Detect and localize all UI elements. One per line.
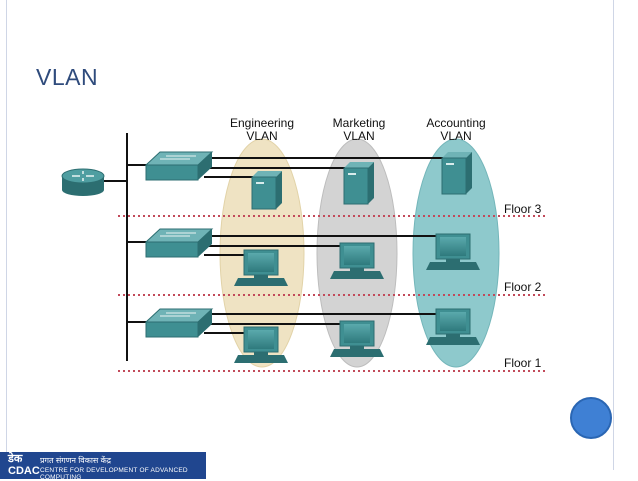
floor-1-label: Floor 1: [504, 356, 542, 370]
switch-floor-2-icon: [144, 228, 214, 258]
cdac-logo-hindi: प्रगत संगणन विकास केंद्र: [40, 456, 111, 465]
switch-floor-3-icon: [144, 151, 214, 181]
vlan-label-engineering: Engineering: [230, 116, 294, 130]
cdac-logo: डेक CDAC प्रगत संगणन विकास केंद्र CENTRE…: [0, 452, 206, 481]
slide-title: VLAN: [36, 64, 99, 90]
cdac-logo-english: CENTRE FOR DEVELOPMENT OF ADVANCED COMPU…: [40, 467, 188, 481]
vlan-label-marketing: Marketing: [333, 116, 386, 130]
pc-marketing-floor-1-icon: [330, 320, 384, 357]
server-marketing-icon: [343, 162, 374, 205]
vlan-sublabel-marketing: VLAN: [343, 129, 374, 143]
vlan-sublabel-engineering: VLAN: [246, 129, 277, 143]
pc-engineering-floor-2-icon: [234, 249, 288, 286]
cdac-logo-mark: डेक CDAC: [8, 453, 40, 477]
floor-3-label: Floor 3: [504, 202, 542, 216]
vlan-sublabel-accounting: VLAN: [440, 129, 471, 143]
pc-engineering-floor-1-icon: [234, 326, 288, 363]
pc-accounting-floor-2-icon: [426, 233, 480, 270]
pc-marketing-floor-2-icon: [330, 242, 384, 279]
switch-floor-1-icon: [144, 308, 214, 338]
slide-frame: [6, 0, 614, 470]
server-engineering-icon: [251, 171, 282, 210]
server-accounting-icon: [441, 152, 472, 195]
vlan-label-accounting: Accounting: [426, 116, 485, 130]
router-icon: [61, 168, 105, 196]
slide-decoration-circle: [570, 397, 612, 439]
pc-accounting-floor-1-icon: [426, 308, 480, 345]
floor-2-label: Floor 2: [504, 280, 542, 294]
